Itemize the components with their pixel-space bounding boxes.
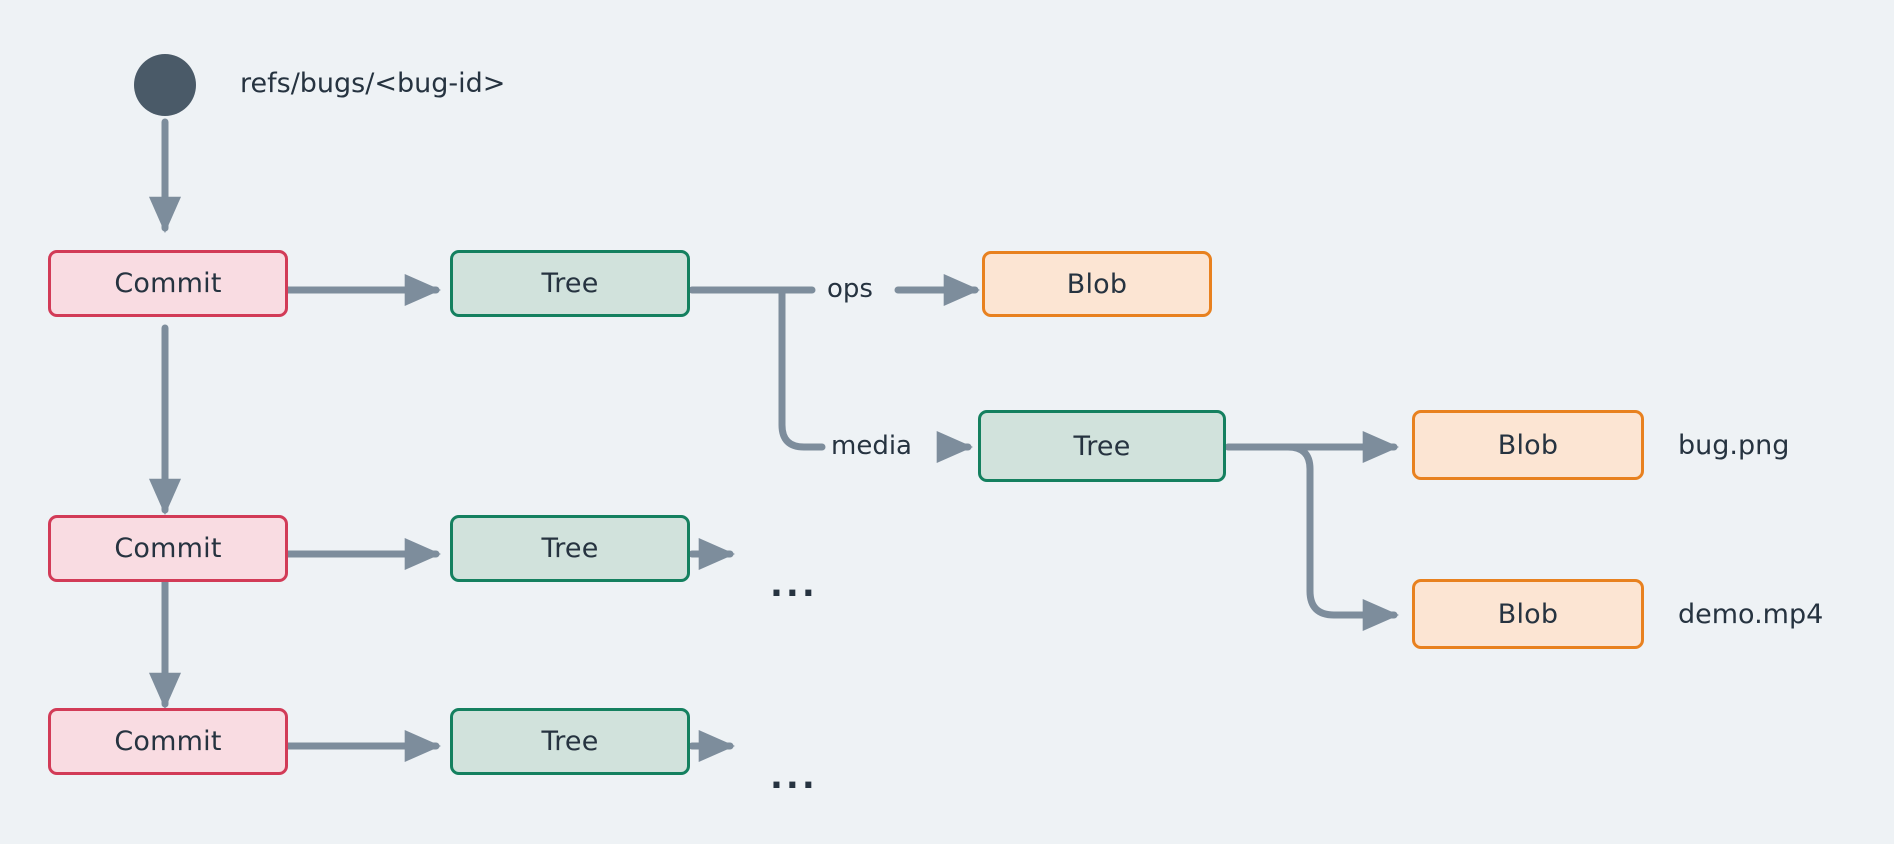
node-blob-ops[interactable]: Blob [982,251,1212,317]
ref-head-dot[interactable] [134,54,196,116]
node-commit-3[interactable]: Commit [48,708,288,775]
node-label: Tree [1073,430,1131,462]
node-label: Tree [541,533,599,564]
node-blob-bug-png[interactable]: Blob [1412,410,1644,480]
node-tree-media[interactable]: Tree [978,410,1226,482]
node-label: Tree [541,268,599,299]
edge-label-ops: ops [823,274,877,304]
node-commit-2[interactable]: Commit [48,515,288,582]
node-label: Tree [541,726,599,757]
node-label: Blob [1066,268,1128,300]
node-label: Blob [1497,429,1559,461]
node-tree-2[interactable]: Tree [450,515,690,582]
node-tree-3[interactable]: Tree [450,708,690,775]
file-label-bug-png: bug.png [1678,430,1790,461]
ellipsis-row-2: ... [770,565,818,605]
node-label: Blob [1497,598,1559,630]
node-commit-1[interactable]: Commit [48,250,288,317]
node-label: Commit [114,268,222,299]
edge-tree1-branch-media [771,286,826,451]
edge-treemedia-to-blob-demo [1256,443,1400,632]
ref-label: refs/bugs/<bug-id> [240,68,506,99]
node-blob-demo-mp4[interactable]: Blob [1412,579,1644,649]
file-label-demo-mp4: demo.mp4 [1678,599,1824,630]
ellipsis-row-3: ... [770,757,818,797]
node-tree-1[interactable]: Tree [450,250,690,317]
node-label: Commit [114,533,222,564]
node-label: Commit [114,726,222,757]
edge-label-media: media [827,431,916,461]
